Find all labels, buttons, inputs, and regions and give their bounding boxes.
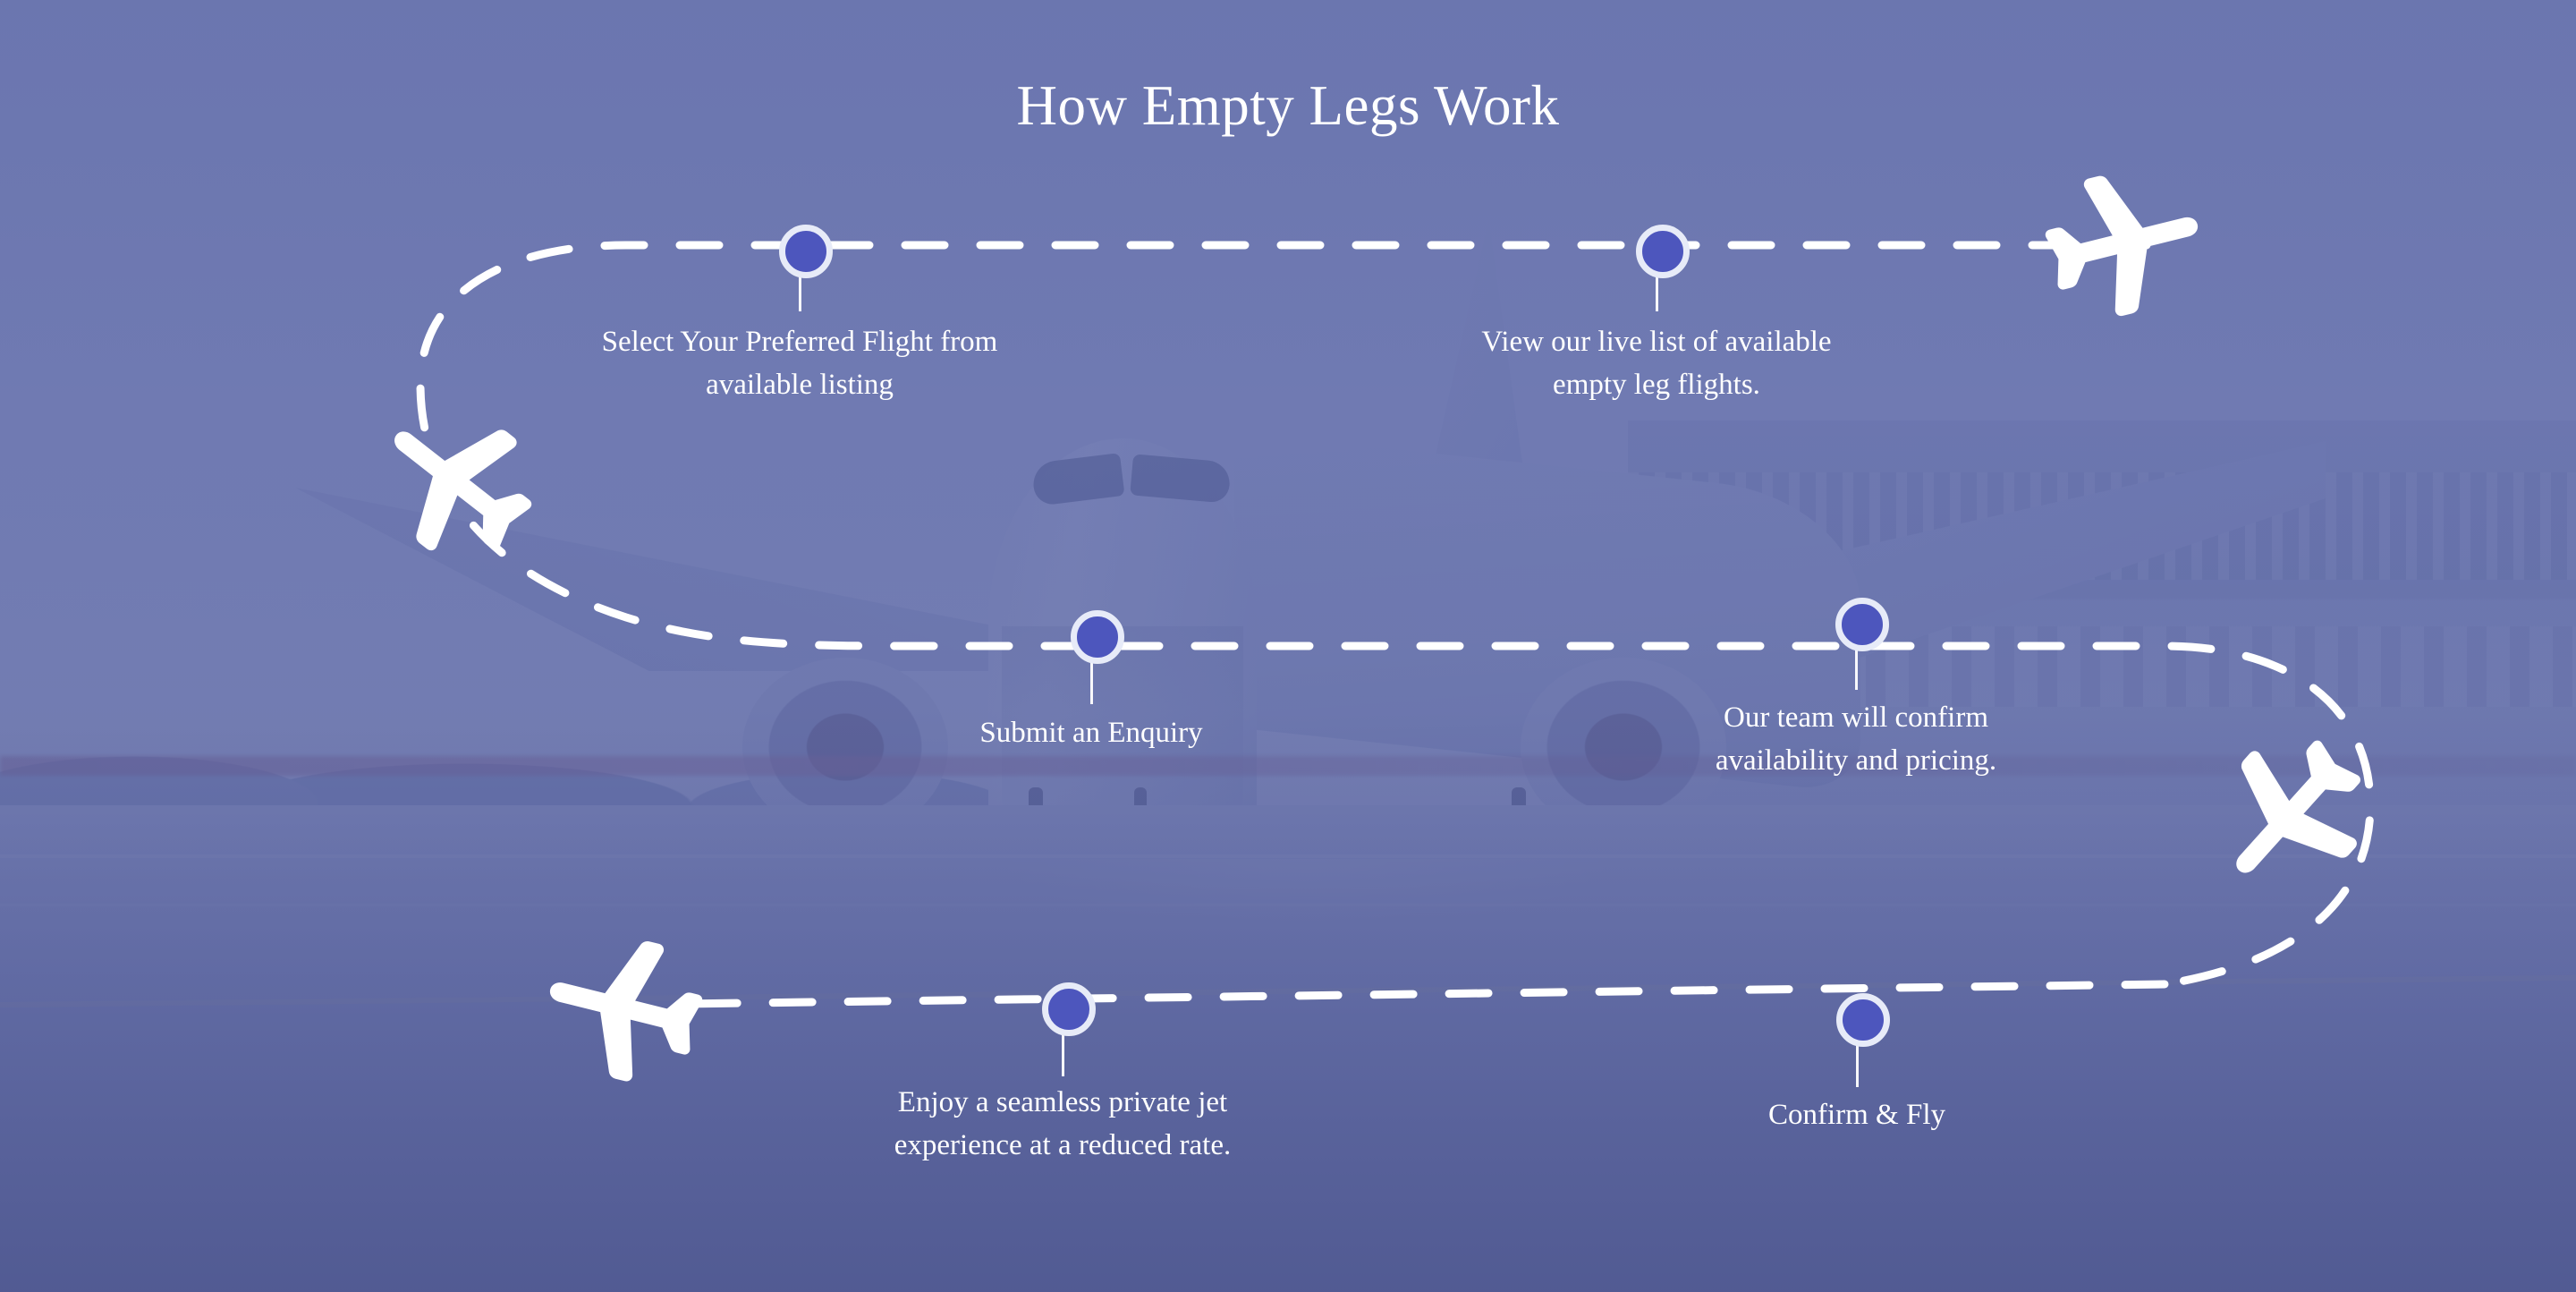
step-label-4: Our team will confirm availability and p… [1715, 701, 1997, 777]
route-segment-top [416, 241, 2151, 650]
step-connector-stem [1854, 642, 1858, 690]
page-title: How Empty Legs Work [1016, 74, 1560, 137]
step-node-3[interactable] [1071, 610, 1124, 664]
step-connector-stem [1061, 1026, 1064, 1076]
step-node-2[interactable] [779, 225, 833, 278]
airplane-glyph [549, 941, 703, 1082]
step-label-3: Submit an Enquiry [979, 717, 1203, 749]
airplane-glyph [2045, 175, 2199, 317]
step-connector-stem [798, 268, 801, 311]
step-node-5[interactable] [1836, 993, 1890, 1047]
step-label-2: Select Your Preferred Flight from availa… [601, 326, 998, 401]
airplane-glyph [394, 429, 532, 551]
step-connector-stem [1855, 1037, 1859, 1087]
route-segment-middle [890, 642, 2375, 989]
step-connector-stem [1655, 268, 1658, 311]
step-node-1[interactable] [1636, 225, 1690, 278]
step-node-6[interactable] [1042, 982, 1096, 1036]
step-label-6: Enjoy a seamless private jet experience … [894, 1086, 1232, 1161]
step-label-5: Confirm & Fly [1767, 1099, 1946, 1131]
airplane-glyph [2236, 740, 2360, 873]
step-label-1: View our live list of available empty le… [1481, 326, 1832, 401]
step-node-4[interactable] [1835, 598, 1889, 651]
step-connector-stem [1089, 654, 1093, 704]
route-segment-bottom [675, 980, 2169, 1008]
